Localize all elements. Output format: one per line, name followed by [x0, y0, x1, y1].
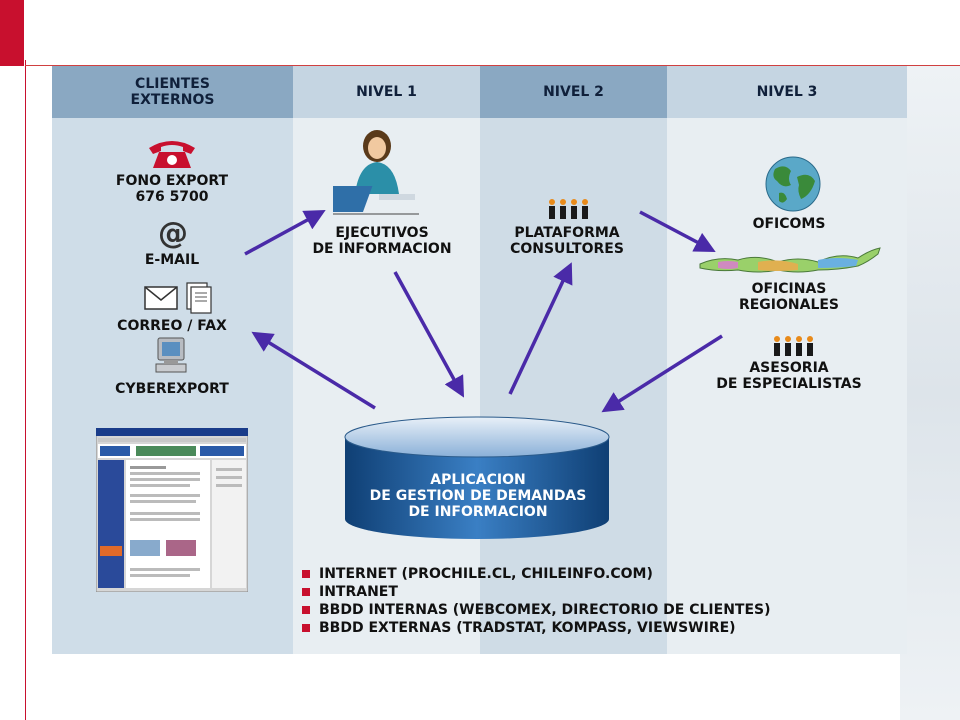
operator-woman-icon	[333, 130, 419, 215]
oficoms-label: OFICOMS	[752, 216, 826, 232]
red-horizontal-rule	[25, 65, 960, 66]
column-header: NIVEL 3	[667, 66, 907, 118]
list-item: BBDD EXTERNAS (TRADSTAT, KOMPASS, VIEWSW…	[302, 619, 771, 637]
arrow-nivel1-to-db	[393, 271, 465, 398]
at-sign-icon: @	[158, 216, 188, 251]
oficinas-regionales-label: OFICINAS REGIONALES	[738, 281, 840, 313]
red-accent-bar	[0, 0, 24, 66]
globe-icon	[765, 156, 821, 212]
arrow-db-to-clients	[251, 331, 376, 410]
envelope-fax-icon	[144, 282, 212, 314]
list-item: INTRANET	[302, 583, 771, 601]
plataforma-label: PLATAFORMA CONSULTORES	[510, 225, 624, 257]
specialists-group-icon	[774, 336, 813, 356]
arrow-db-to-nivel2	[508, 262, 573, 395]
email-label: E-MAIL	[144, 252, 200, 268]
database-label: APLICACION DE GESTION DE DEMANDAS DE INF…	[369, 472, 587, 520]
red-vertical-rule	[25, 60, 26, 720]
chile-map-icon	[699, 247, 881, 273]
list-item: BBDD INTERNAS (WEBCOMEX, DIRECTORIO DE C…	[302, 601, 771, 619]
list-item: INTERNET (PROCHILE.CL, CHILEINFO.COM)	[302, 565, 771, 583]
background-decoration	[900, 66, 960, 720]
fono-export-label: FONO EXPORT 676 5700	[115, 173, 229, 205]
column-nivel-2: NIVEL 2	[480, 66, 667, 654]
column-header: NIVEL 1	[293, 66, 480, 118]
column-header: CLIENTES EXTERNOS	[52, 66, 293, 118]
data-sources-list: INTERNET (PROCHILE.CL, CHILEINFO.COM) IN…	[302, 565, 771, 637]
arrow-nivel2-to-nivel3	[639, 210, 716, 252]
telephone-icon	[149, 141, 195, 168]
correo-fax-label: CORREO / FAX	[117, 318, 227, 334]
arrow-nivel3-to-db	[601, 334, 723, 413]
column-nivel-1: NIVEL 1	[293, 66, 480, 654]
arrow-clients-to-nivel1	[244, 209, 326, 256]
diagram-board: CLIENTES EXTERNOS NIVEL 1 NIVEL 2 NIVEL …	[52, 66, 907, 654]
cyberexport-label: CYBEREXPORT	[115, 381, 229, 397]
people-group-icon	[549, 199, 588, 219]
computer-icon	[155, 337, 187, 373]
asesoria-label: ASESORIA DE ESPECIALISTAS	[716, 360, 862, 392]
column-header: NIVEL 2	[480, 66, 667, 118]
ejecutivos-label: EJECUTIVOS DE INFORMACION	[312, 225, 452, 257]
website-screenshot-image	[96, 428, 248, 592]
database-cylinder	[344, 416, 610, 539]
